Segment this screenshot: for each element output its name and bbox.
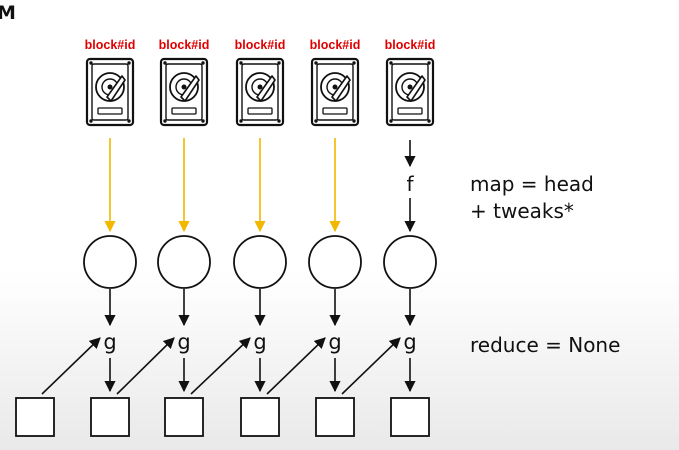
column-4: block#id g <box>308 38 362 393</box>
hard-drive-icon <box>310 57 360 127</box>
carry-arrow <box>341 337 401 395</box>
output-box <box>315 397 355 437</box>
hard-drive-icon <box>159 57 209 127</box>
reduce-note: reduce = None <box>470 333 620 357</box>
block-label: block#id <box>85 38 136 52</box>
carry-arrow <box>190 337 251 395</box>
carry-arrow <box>41 337 101 395</box>
output-row <box>15 337 430 437</box>
corner-mark: M <box>0 2 16 24</box>
map-note-line2: + tweaks* <box>470 199 574 223</box>
block-label: block#id <box>235 38 286 52</box>
column-3: block#id g <box>233 38 287 393</box>
block-label: block#id <box>385 38 436 52</box>
map-note-line1: map = head <box>470 172 594 196</box>
map-node-circle <box>83 235 137 289</box>
output-box <box>90 397 130 437</box>
reduce-function-label: g <box>328 330 341 354</box>
hard-drive-icon <box>85 57 135 127</box>
reduce-function-label: g <box>177 330 190 354</box>
column-5: block#id f g <box>383 38 437 393</box>
map-node-circle <box>383 235 437 289</box>
output-box <box>164 397 204 437</box>
column-1: block#id g <box>83 38 137 393</box>
hard-drive-icon <box>235 57 285 127</box>
map-node-circle <box>308 235 362 289</box>
reduce-function-label: g <box>403 330 416 354</box>
block-label: block#id <box>159 38 210 52</box>
output-box <box>15 397 55 437</box>
column-2: block#id g <box>157 38 211 393</box>
reduce-function-label: g <box>103 330 116 354</box>
map-node-circle <box>157 235 211 289</box>
map-function-label: f <box>406 172 414 196</box>
map-node-circle <box>233 235 287 289</box>
output-box <box>240 397 280 437</box>
hard-drive-icon <box>385 57 435 127</box>
block-label: block#id <box>310 38 361 52</box>
carry-arrow <box>116 337 175 395</box>
output-box <box>390 397 430 437</box>
carry-arrow <box>266 337 326 395</box>
reduce-function-label: g <box>253 330 266 354</box>
columns: block#idgblock#idgblock#idgblock#idgbloc… <box>83 38 437 393</box>
